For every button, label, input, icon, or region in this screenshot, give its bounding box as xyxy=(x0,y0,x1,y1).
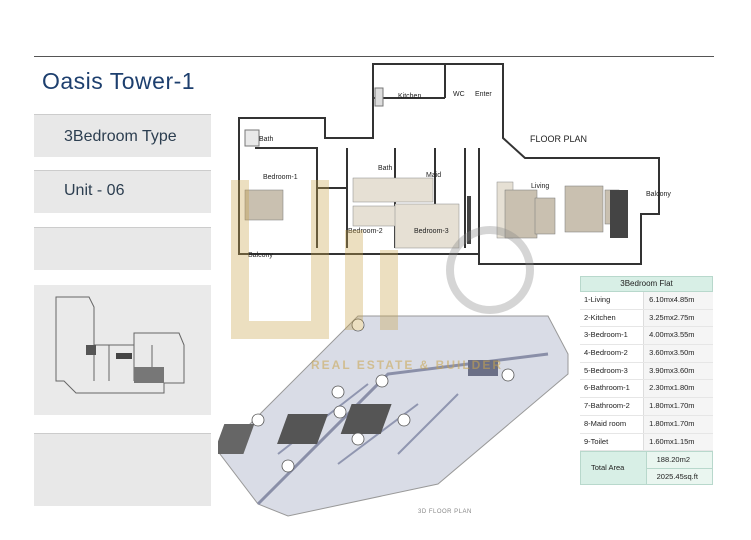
room-label-balcony-1: Balcony xyxy=(646,191,671,198)
unit-number-label: Unit - 06 xyxy=(64,182,125,199)
table-row: 4-Bedroom-2 3.60mx3.50m xyxy=(580,345,713,363)
floor-plan-label: FLOOR PLAN xyxy=(530,134,588,144)
room-name: 3-Bedroom-1 xyxy=(584,330,628,340)
table-row: 7-Bathroom-2 1.80mx1.70m xyxy=(580,398,713,416)
room-size: 3.25mx2.75m xyxy=(643,309,713,327)
total-area-label: Total Area xyxy=(591,463,625,473)
room-size: 2.30mx1.80m xyxy=(643,380,713,398)
area-table: 3Bedroom Flat 1-Living 6.10mx4.85m 2-Kitc… xyxy=(580,276,713,486)
empty-panel-2 xyxy=(34,433,211,506)
total-area-row: Total Area 188.20m2 2025.45sq.ft xyxy=(580,451,713,486)
room-label-bath-2: Bath xyxy=(378,165,393,172)
table-row: 3-Bedroom-1 4.00mx3.55m xyxy=(580,327,713,346)
key-plan xyxy=(34,285,211,415)
room-size: 1.80mx1.70m xyxy=(643,415,713,433)
room-name: 1-Living xyxy=(584,295,611,304)
room-size: 1.60mx1.15m xyxy=(643,433,713,451)
3d-plan-label: 3D FLOOR PLAN xyxy=(418,509,472,515)
room-label-maid: Maid xyxy=(426,172,442,179)
room-name: 6-Bathroom-1 xyxy=(584,383,630,393)
room-label-bedroom-3: Bedroom-3 xyxy=(414,228,449,235)
unit-type-label: 3Bedroom Type xyxy=(64,128,177,145)
total-area-m2: 188.20m2 xyxy=(646,452,712,470)
room-size: 3.90mx3.60m xyxy=(643,362,713,380)
table-row: 8-Maid room 1.80mx1.70m xyxy=(580,415,713,434)
room-name: 7-Bathroom-2 xyxy=(584,401,630,411)
key-plan-drawing xyxy=(55,296,185,394)
type-panel: 3Bedroom Type xyxy=(34,114,211,157)
watermark-text: REAL ESTATE & BUILDER xyxy=(311,358,504,372)
floor-plan-drawing xyxy=(238,63,660,265)
watermark-logo xyxy=(231,180,534,339)
room-size: 3.60mx3.50m xyxy=(643,345,713,362)
room-name: 5-Bedroom-3 xyxy=(584,365,628,375)
room-label-bedroom-2: Bedroom-2 xyxy=(348,228,383,235)
room-size: 4.00mx3.55m xyxy=(643,327,713,345)
floor-plan-3d xyxy=(218,315,569,517)
room-label-wc: WC xyxy=(453,91,465,98)
room-label-balcony-2: Balcony xyxy=(248,252,273,259)
table-row: 6-Bathroom-1 2.30mx1.80m xyxy=(580,380,713,399)
room-size: 1.80mx1.70m xyxy=(643,398,713,415)
table-row: 5-Bedroom-3 3.90mx3.60m xyxy=(580,362,713,381)
total-area-sqft: 2025.45sq.ft xyxy=(656,472,698,482)
room-size: 6.10mx4.85m xyxy=(643,292,713,309)
room-name: 4-Bedroom-2 xyxy=(584,348,628,358)
table-header: 3Bedroom Flat xyxy=(580,276,713,292)
table-row: 1-Living 6.10mx4.85m xyxy=(580,292,713,310)
total-area-values: 188.20m2 2025.45sq.ft xyxy=(645,452,712,485)
room-name: 9-Toilet xyxy=(584,436,609,446)
room-label-enter: Enter xyxy=(475,91,492,98)
empty-panel-1 xyxy=(34,227,211,270)
table-row: 9-Toilet 1.60mx1.15m xyxy=(580,433,713,452)
room-name: 2-Kitchen xyxy=(584,312,616,322)
table-row: 2-Kitchen 3.25mx2.75m xyxy=(580,309,713,328)
room-label-living: Living xyxy=(531,183,550,190)
project-title: Oasis Tower-1 xyxy=(42,68,196,94)
room-label-bedroom-1: Bedroom-1 xyxy=(263,174,298,181)
unit-panel: Unit - 06 xyxy=(34,170,211,213)
room-label-bath: Bath xyxy=(259,136,274,143)
room-label-kitchen: Kitchen xyxy=(398,93,422,100)
room-name: 8-Maid room xyxy=(584,418,627,428)
top-rule xyxy=(34,56,714,57)
